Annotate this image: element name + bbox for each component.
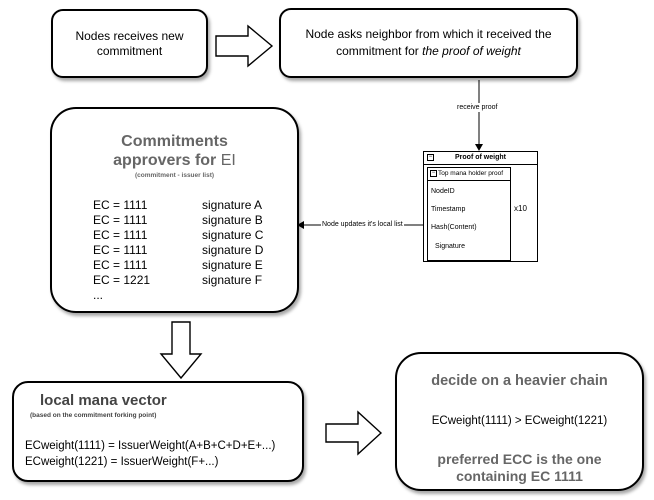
mana-vector-line-1: ECweight(1111) = IssuerWeight(A+B+C+D+E+… (25, 440, 276, 452)
field-hash: Hash(Content) (431, 224, 477, 231)
decide-box: decide on a heavier chain ECweight(1111)… (395, 352, 644, 491)
decide-compare: ECweight(1111) > ECweight(1221) (431, 415, 608, 427)
commitments-subtitle: (commitment - issuer list) (134, 172, 215, 179)
row-ec-3: EC = 1111 (93, 243, 148, 257)
rows-ellipsis: ... (93, 288, 104, 302)
row-sig-5: signature F (202, 273, 263, 287)
row-ec-4: EC = 1111 (93, 258, 148, 272)
top-mana-holder-header: − Top mana holder proof (428, 168, 510, 181)
edge-label-update-list: Node updates it's local list (321, 220, 404, 229)
row-ec-5: EC = 1221 (93, 273, 151, 287)
edge-update-head (297, 221, 304, 229)
block-arrow-right-bottom (325, 410, 383, 456)
collapse-icon-inner[interactable]: − (430, 170, 437, 177)
row-sig-2: signature C (202, 228, 264, 242)
proof-of-weight-title: Proof of weight (455, 154, 506, 161)
row-sig-0: signature A (202, 198, 263, 212)
commitments-box: Commitments approvers for EI (commitment… (50, 107, 299, 313)
commitments-title-2a: approvers for (113, 152, 221, 169)
edge-receive-proof-head (475, 144, 483, 151)
commitments-title-1: Commitments (121, 133, 228, 150)
mana-vector-line-2: ECweight(1221) = IssuerWeight(F+...) (25, 456, 219, 468)
commitments-title-2b: EI (220, 152, 236, 169)
decide-result: preferred ECC is the one containing EC 1… (437, 451, 602, 484)
decide-title: decide on a heavier chain (431, 373, 608, 389)
row-ec-2: EC = 1111 (93, 228, 148, 242)
proof-of-weight-table: − Proof of weight − Top mana holder proo… (423, 151, 538, 262)
field-signature: Signature (435, 243, 465, 250)
multiplier-label: x10 (514, 204, 527, 213)
proof-of-weight-header: − Proof of weight (424, 152, 537, 165)
row-sig-3: signature D (202, 243, 264, 257)
block-arrow-right-top (215, 24, 274, 68)
box-ask-neighbor-text: Node asks neighbor from which it receive… (305, 27, 552, 58)
top-mana-holder-box: − Top mana holder proof NodeID Timestamp… (427, 167, 511, 261)
box-ask-neighbor-content: Node asks neighbor from which it receive… (297, 26, 560, 60)
row-sig-4: signature E (202, 258, 263, 272)
box-ask-neighbor-italic: the proof of weight (422, 44, 521, 58)
collapse-icon[interactable]: − (427, 154, 434, 161)
field-nodeid: NodeID (431, 188, 455, 195)
commitments-title-2: approvers for EI (52, 152, 297, 170)
box-ask-neighbor: Node asks neighbor from which it receive… (279, 8, 578, 78)
row-sig-1: signature B (202, 213, 263, 227)
edge-label-receive-proof: receive proof (456, 103, 499, 112)
block-arrow-down (159, 321, 203, 380)
field-timestamp: Timestamp (431, 206, 466, 213)
mana-vector-title: local mana vector (40, 392, 167, 409)
box-receive-commitment: Nodes receives new commitment (51, 9, 208, 78)
box-receive-commitment-text: Nodes receives new commitment (75, 28, 184, 58)
row-ec-0: EC = 1111 (93, 198, 148, 212)
top-mana-holder-title: Top mana holder proof (438, 170, 504, 177)
mana-vector-subtitle: (based on the commitment forking point) (30, 412, 157, 419)
row-ec-1: EC = 1111 (93, 213, 148, 227)
mana-vector-box: local mana vector (based on the commitme… (12, 381, 304, 482)
